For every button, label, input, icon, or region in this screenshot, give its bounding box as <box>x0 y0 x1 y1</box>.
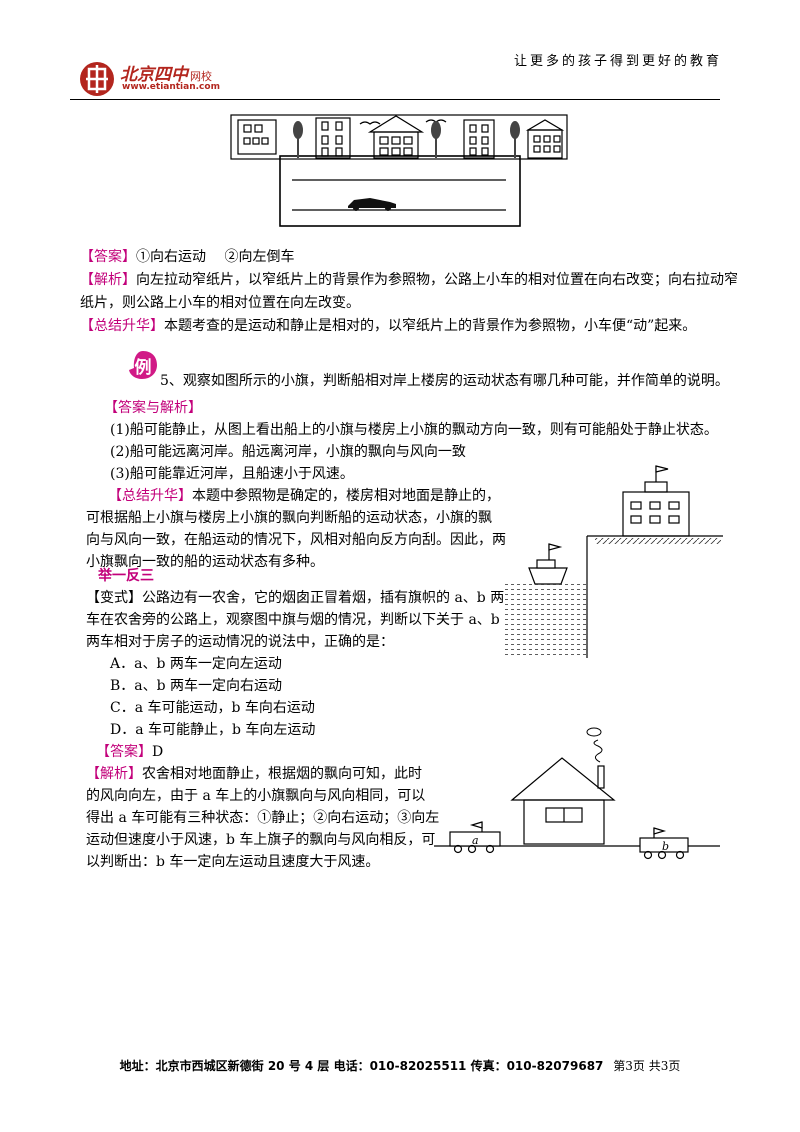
slogan: 让更多的孩子得到更好的教育 <box>513 54 722 69</box>
analysis-1-line-2: 纸片，则公路上小车的相对位置在向左改变。 <box>80 295 360 311</box>
logo-suffix: 网校 <box>190 70 212 83</box>
variant-heading: 举一反三 <box>98 568 154 584</box>
analysis-1-line-1: 【解析】向左拉动窄纸片，以窄纸片上的背景作为参照物，公路上小车的相对位置在向右改… <box>80 272 738 288</box>
variant-analysis-line-4: 运动但速度小于风速，b 车上旗子的飘向与风向相反，可 <box>86 832 436 848</box>
example-5-answer-tag: 【答案与解析】 <box>104 400 202 416</box>
variant-question-line-3: 两车相对于房子的运动情况的说法中，正确的是： <box>86 634 394 650</box>
variant-analysis-line-1: 【解析】农舍相对地面静止，根据烟的飘向可知，此时 <box>86 766 422 782</box>
variant-analysis-line-3: 得出 a 车可能有三种状态：①静止；②向右运动；③向左 <box>86 810 440 826</box>
option-a: A．a、b 两车一定向左运动 <box>110 656 282 672</box>
farmhouse-cars-figure: a b <box>434 727 720 860</box>
variant-analysis-line-2: 的风向向左，由于 a 车上的小旗飘向与风向相同，可以 <box>86 788 426 804</box>
footer-address: 地址：北京市西城区新德街 20 号 4 层 电话：010-82025511 传真… <box>119 1059 604 1073</box>
example-badge: 例 <box>128 350 158 380</box>
example-5-item-1: (1)船可能静止，从图上看出船上的小旗与楼房上小旗的飘动方向一致，则有可能船处于… <box>110 422 718 438</box>
summary-1: 【总结升华】本题考查的是运动和静止是相对的，以窄纸片上的背景作为参照物，小车便“… <box>80 318 697 334</box>
boat-river-figure <box>505 465 723 658</box>
logo-name: 北京四中 <box>120 65 188 85</box>
street-scene-figure <box>230 114 568 227</box>
example-5-summary-line-1: 【总结升华】本题中参照物是确定的，楼房相对地面是静止的， <box>108 488 500 504</box>
example-badge-icon <box>129 351 157 379</box>
example-5-item-2: (2)船可能远离河岸。船远离河岸，小旗的飘向与风向一致 <box>110 444 466 460</box>
answer-1: 【答案】①向右运动 ②向左倒车 <box>80 249 295 265</box>
variant-question-line-1: 【变式】公路边有一农舍，它的烟囱正冒着烟，插有旗帜的 a、b 两 <box>86 590 505 606</box>
logo-url: www.etiantian.com <box>122 82 220 92</box>
example-5-item-3: (3)船可能靠近河岸，且船速小于风速。 <box>110 466 354 482</box>
footer-page: 第3页 共3页 <box>613 1059 681 1073</box>
option-d: D．a 车可能静止，b 车向左运动 <box>110 722 316 738</box>
variant-analysis-line-5: 以判断出：b 车一定向左运动且速度大于风速。 <box>86 854 380 870</box>
footer: 地址：北京市西城区新德街 20 号 4 层 电话：010-82025511 传真… <box>0 1057 800 1074</box>
car-a-label: a <box>472 834 479 847</box>
example-5-summary-line-4: 小旗飘向一致的船的运动状态有多种。 <box>86 554 324 570</box>
example-5-question: 5、观察如图所示的小旗，判断船相对岸上楼房的运动状态有哪几种可能，并作简单的说明… <box>160 373 729 389</box>
example-5-summary-line-2: 可根据船上小旗与楼房上小旗的飘向判断船的运动状态，小旗的飘 <box>86 510 492 526</box>
logo: 北京四中网校 www.etiantian.com <box>78 58 258 98</box>
variant-answer: 【答案】D <box>96 744 164 760</box>
example-5-summary-line-3: 向与风向一致，在船运动的情况下，风相对船向反方向刮。因此，两 <box>86 532 506 548</box>
logo-emblem-icon <box>80 62 114 96</box>
option-c: C．a 车可能运动，b 车向右运动 <box>110 700 315 716</box>
variant-question-line-2: 车在农舍旁的公路上，观察图中旗与烟的情况，判断以下关于 a、b <box>86 612 500 628</box>
option-b: B．a、b 两车一定向右运动 <box>110 678 283 694</box>
car-b-label: b <box>662 840 669 853</box>
car-icon <box>348 198 396 211</box>
header-rule <box>70 99 720 100</box>
